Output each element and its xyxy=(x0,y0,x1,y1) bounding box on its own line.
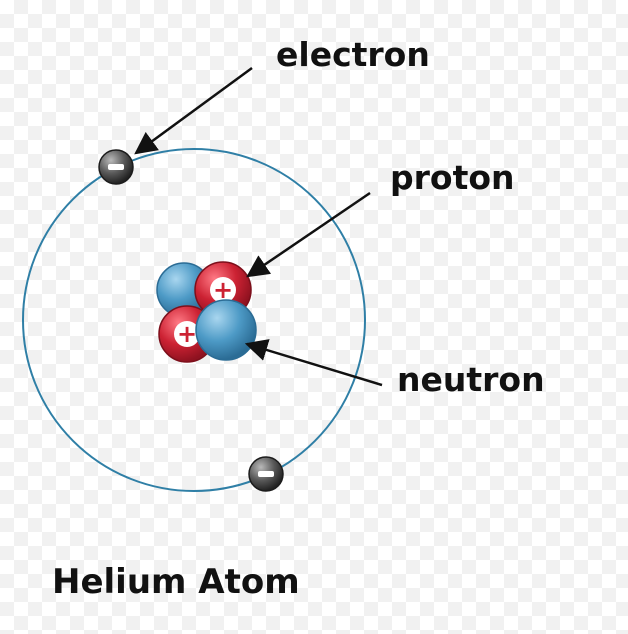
neutron-front xyxy=(195,299,257,361)
electron-orbit xyxy=(22,148,366,492)
proton-arrow xyxy=(246,191,371,278)
nucleus: + + xyxy=(156,261,257,363)
electron-top xyxy=(98,149,134,185)
electron-label: electron xyxy=(276,35,430,74)
diagram-title: Helium Atom xyxy=(52,562,300,602)
proton-top-symbol: + xyxy=(213,276,233,304)
electron-bottom xyxy=(248,456,284,492)
electron-arrow xyxy=(134,66,253,155)
neutron-label: neutron xyxy=(397,360,545,399)
proton-bottom-symbol: + xyxy=(177,320,197,348)
proton-label: proton xyxy=(390,158,515,197)
neutron-arrow xyxy=(244,339,383,387)
